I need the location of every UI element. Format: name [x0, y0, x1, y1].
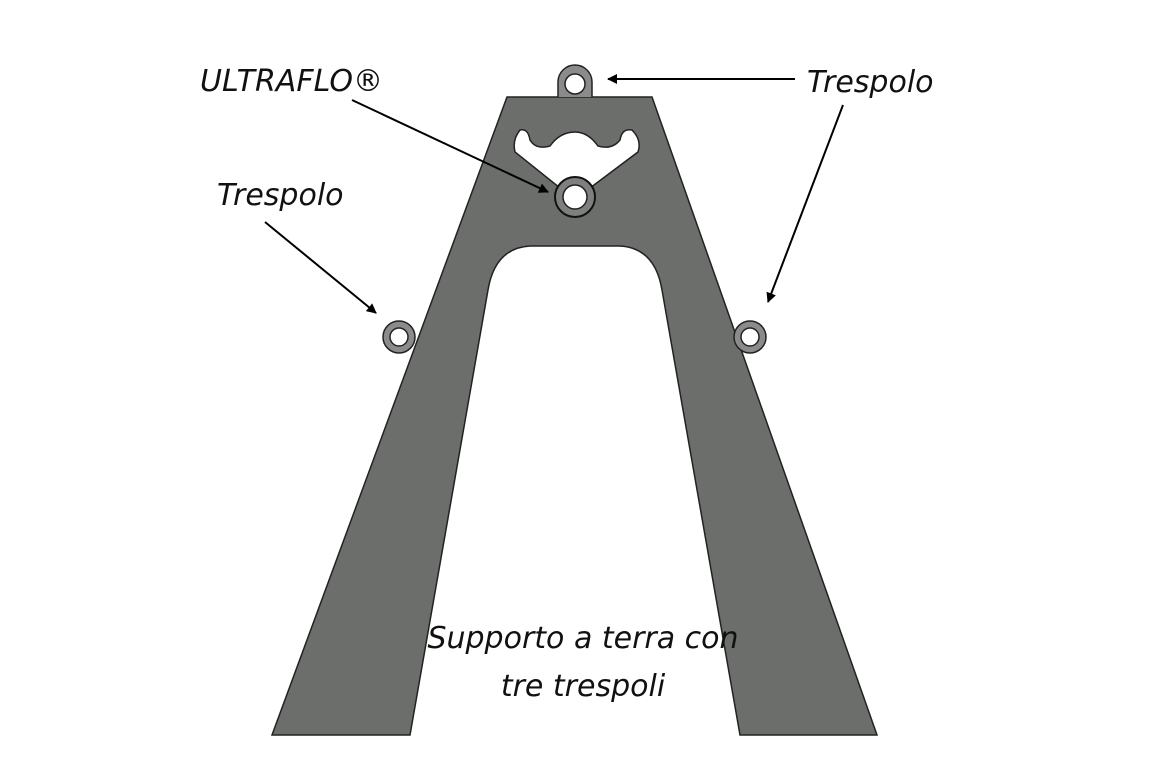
- ultraflo-arrow: [351, 99, 549, 193]
- caption-line-2: tre trespoli: [501, 669, 666, 704]
- ultraflo-label: ULTRAFLO®: [200, 64, 383, 99]
- a-frame-support: [270, 96, 879, 736]
- right-trespolo-ring-icon: [733, 320, 767, 354]
- right-trespolo-arrow: [766, 104, 844, 303]
- left-trespolo-arrow: [264, 221, 377, 314]
- ultraflo-ring-icon: [554, 176, 596, 218]
- left-trespolo-ring-icon: [382, 320, 416, 354]
- trespolo-left-label: Trespolo: [217, 178, 344, 213]
- trespolo-top-label: Trespolo: [807, 65, 934, 100]
- caption-line-1: Supporto a terra con: [427, 621, 738, 656]
- top-trespolo-ring-icon: [557, 64, 593, 97]
